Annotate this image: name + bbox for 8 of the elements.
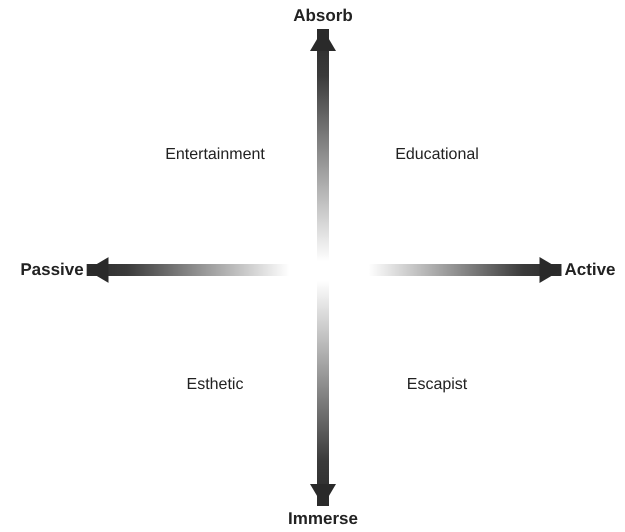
quadrant-label: Escapist <box>406 376 468 394</box>
quadrant-label: Entertainment <box>165 146 265 164</box>
quadrant-label: Educational <box>395 146 479 164</box>
axis-label: Immerse <box>288 509 358 529</box>
quadrant-label: Esthetic <box>186 376 244 394</box>
axis-label: Absorb <box>293 6 353 26</box>
axis-label: Active <box>564 260 616 280</box>
axis-label: Passive <box>20 260 84 280</box>
